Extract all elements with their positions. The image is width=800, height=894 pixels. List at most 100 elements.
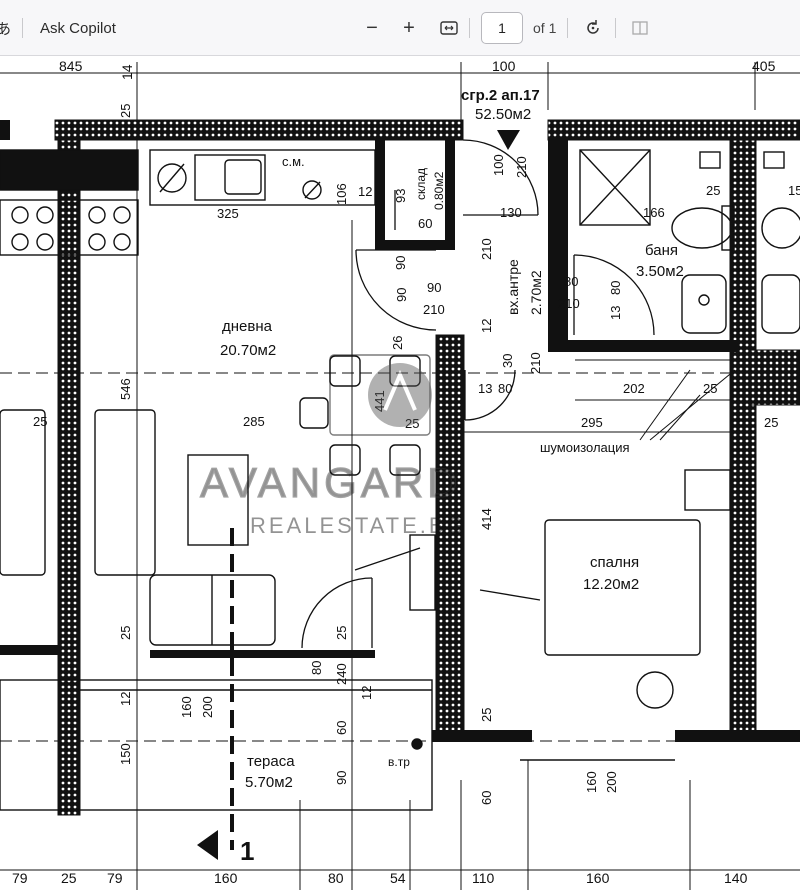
dim-label: 80 — [608, 281, 623, 295]
floor-plan: 1 845 14 100 405 79 25 79 160 80 54 110 … — [0, 56, 800, 894]
dim-label: 12 — [479, 319, 494, 333]
dim-label: 12 — [359, 686, 374, 700]
dim-label: 25 — [479, 708, 494, 722]
entrance-name: вх.антре — [505, 259, 521, 315]
dim-label: 25 — [118, 626, 133, 640]
dim-label: 15 — [788, 183, 800, 198]
dim-label: 546 — [118, 378, 133, 400]
rotate-icon — [587, 20, 599, 34]
dim-label: 160 — [584, 771, 599, 793]
dim-label: 210 — [514, 156, 529, 178]
dim-label: 26 — [390, 336, 405, 350]
dim-label: 106 — [334, 183, 349, 205]
apartment-area: 52.50м2 — [475, 106, 531, 123]
dim-label: 200 — [200, 696, 215, 718]
apartment-title: сгр.2 ап.17 — [461, 87, 540, 104]
dim-label: 60 — [418, 216, 432, 231]
header-marker-icon — [497, 130, 520, 150]
dim-label: 25 — [764, 415, 778, 430]
toolbar-divider — [469, 18, 470, 38]
dim-label: 441 — [372, 390, 387, 412]
dim-label: 79 — [107, 870, 123, 886]
dim-label: 240 — [334, 663, 349, 685]
terrace-railing — [0, 679, 675, 811]
dim-label: 90 — [334, 771, 349, 785]
dim-label: 80 — [498, 381, 512, 396]
inner-dimensions: 325 106 12 93 60 100 210 130 166 25 15 2… — [33, 104, 800, 805]
dim-label: 14 — [119, 64, 135, 80]
dim-label: 25 — [33, 414, 47, 429]
dim-label: 30 — [500, 354, 515, 368]
dim-label: 100 — [492, 58, 516, 74]
insulation-label: шумоизолация — [540, 440, 630, 455]
watermark-logo-icon — [368, 363, 432, 427]
dim-label: 150 — [118, 743, 133, 765]
ask-copilot-button[interactable]: Ask Copilot — [40, 0, 116, 56]
rotate-button[interactable] — [578, 0, 608, 56]
page-number-input[interactable]: 1 — [481, 12, 523, 44]
read-aloud-icon[interactable]: あ — [0, 0, 14, 56]
room-labels: сгр.2 ап.17 52.50м2 дневна 20.70м2 вх.ан… — [220, 87, 684, 791]
dim-label: 25 — [118, 104, 133, 118]
watermark-sub: REALESTATE.BG — [250, 513, 467, 538]
dimension-lines — [0, 62, 800, 890]
living-furniture — [0, 354, 731, 709]
floor-plan-drawing: 1 845 14 100 405 79 25 79 160 80 54 110 … — [0, 58, 800, 890]
zoom-out-button[interactable]: − — [357, 0, 387, 56]
bottom-dimensions: 79 25 79 160 80 54 110 160 140 — [12, 870, 748, 886]
dim-label: 25 — [334, 626, 349, 640]
dim-label: 160 — [179, 696, 194, 718]
dim-label: 60 — [334, 721, 349, 735]
minus-icon: − — [366, 16, 378, 39]
dim-label: 405 — [752, 58, 776, 74]
bath-fixtures — [579, 149, 800, 334]
dim-label: 80 — [328, 870, 344, 886]
doors — [301, 139, 655, 649]
dim-label: 160 — [214, 870, 238, 886]
dim-label: 25 — [706, 183, 720, 198]
dim-label: 12 — [358, 184, 372, 199]
page-total-label: of 1 — [533, 0, 556, 56]
dim-label: 80 — [309, 661, 324, 675]
dim-label: 25 — [405, 416, 419, 431]
dim-label: 93 — [393, 189, 408, 203]
dim-label: 285 — [243, 414, 265, 429]
dim-label: 110 — [472, 870, 495, 886]
plus-icon: + — [403, 16, 415, 39]
dim-label: 166 — [643, 205, 665, 220]
dim-label: 13 — [608, 306, 623, 320]
dim-label: 80 — [564, 274, 578, 289]
dim-label: 414 — [479, 508, 494, 530]
page-number-value: 1 — [498, 20, 506, 36]
terrace-name: тераса — [247, 753, 295, 770]
dim-label: 60 — [479, 791, 494, 805]
kitchen-mark: с.м. — [282, 154, 305, 169]
dim-label: 25 — [61, 870, 77, 886]
dim-label: 210 — [423, 302, 445, 317]
downpipe-label: в.тр — [388, 755, 410, 769]
living-room-area: 20.70м2 — [220, 342, 276, 359]
dim-label: 130 — [500, 205, 522, 220]
bath-area: 3.50м2 — [636, 263, 684, 280]
entrance-area: 2.70м2 — [528, 270, 544, 315]
ask-copilot-label: Ask Copilot — [40, 19, 116, 37]
dim-label: 845 — [59, 58, 83, 74]
page-view-button[interactable] — [626, 0, 656, 56]
terrace-area: 5.70м2 — [245, 774, 293, 791]
fit-width-button[interactable] — [434, 0, 464, 56]
dim-label: 140 — [724, 870, 748, 886]
living-room-name: дневна — [222, 318, 273, 335]
dim-label: 295 — [581, 415, 603, 430]
toolbar-divider — [22, 18, 23, 38]
bath-name: баня — [645, 242, 678, 259]
bedroom-area: 12.20м2 — [583, 576, 639, 593]
dim-label: 25 — [703, 381, 717, 396]
dim-label: 210 — [558, 296, 580, 311]
watermark-main: AVANGARD — [200, 459, 461, 506]
storage-area: 0.80м2 — [432, 171, 446, 210]
zoom-in-button[interactable]: + — [394, 0, 424, 56]
dim-label: 79 — [12, 870, 28, 886]
dim-label: 90 — [393, 256, 408, 270]
section-number: 1 — [240, 836, 254, 866]
toolbar-divider — [615, 18, 616, 38]
